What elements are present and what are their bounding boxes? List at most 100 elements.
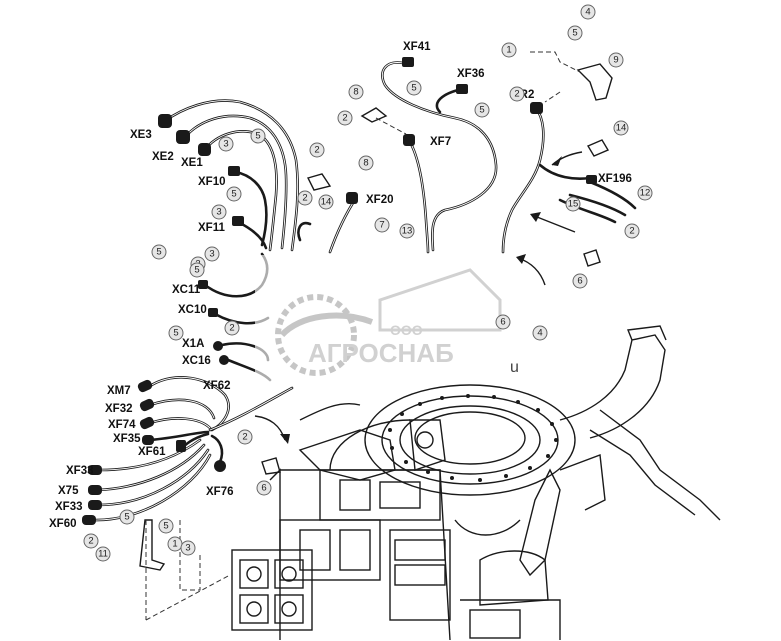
callout-number: 2 (88, 536, 93, 547)
connector-xr2 (530, 102, 543, 114)
callout-marker: 14 (318, 194, 334, 210)
harness-upper-center (328, 61, 498, 254)
callout-number: 3 (185, 543, 190, 554)
connector-xf10 (228, 166, 240, 176)
callout-number: 2 (514, 89, 519, 100)
connector-label: XF35 (113, 433, 141, 445)
callout-number: 2 (242, 432, 247, 443)
callout-marker: 5 (567, 25, 583, 41)
connector-xf32 (139, 398, 155, 412)
callout-marker: 7 (374, 217, 390, 233)
connector-x75 (88, 485, 102, 495)
connector-label: XE2 (152, 151, 174, 163)
connector-xf60 (82, 515, 96, 525)
connector-labels: XE3XE2XE1XF10XF11XF41XF36XF7XF20XR2XF196… (49, 41, 632, 530)
harness-lower-left (90, 252, 294, 522)
connector-xe2 (176, 130, 190, 144)
callout-marker: 2 (297, 190, 313, 206)
callout-number: 6 (577, 276, 582, 287)
connector-xf33-b (88, 500, 102, 510)
callout-number: 2 (314, 145, 319, 156)
callout-marker: 4 (580, 4, 596, 20)
callout-marker: 2 (237, 429, 253, 445)
callout-number: 6 (500, 317, 505, 328)
connector-label: XF33 (55, 501, 83, 513)
harness-upper-right (501, 106, 637, 254)
callout-marker: 5 (151, 244, 167, 260)
clip-14 (586, 139, 610, 157)
callout-number: 5 (255, 131, 260, 142)
bracket-8-top (360, 107, 388, 123)
callout-number: 15 (568, 199, 579, 210)
connector-label: XF61 (138, 446, 166, 458)
connector-xm7 (137, 379, 153, 393)
callout-marker: 2 (309, 142, 325, 158)
connector-label: XF196 (598, 173, 632, 185)
connector-label: XE1 (181, 157, 203, 169)
connector-label: XE3 (130, 129, 152, 141)
callout-marker: 3 (211, 204, 227, 220)
callout-number: 5 (479, 105, 484, 116)
callout-marker: 9 (608, 52, 624, 68)
callout-number: 2 (229, 323, 234, 334)
callout-marker: 5 (189, 262, 205, 278)
bracket-8-mid (306, 173, 332, 191)
callout-number: 3 (216, 207, 221, 218)
harness-upper-left (163, 99, 312, 252)
leader-lines (145, 51, 581, 621)
connector-xf36 (456, 84, 468, 94)
connector-label: XC11 (172, 284, 201, 296)
callout-number: 1 (506, 45, 511, 56)
callout-number: 8 (353, 87, 358, 98)
connector-label: XF36 (457, 68, 485, 80)
connector-label: XF74 (108, 419, 136, 431)
bracket-11 (139, 519, 166, 571)
callout-marker: 14 (613, 120, 629, 136)
connector-xc16 (219, 355, 229, 365)
callout-marker: 2 (624, 223, 640, 239)
bracket-9 (576, 63, 613, 101)
callout-number: 5 (411, 83, 416, 94)
callout-marker: 2 (224, 320, 240, 336)
callout-number: 5 (124, 512, 129, 523)
connector-label: XF76 (206, 486, 234, 498)
connector-xf7 (403, 134, 415, 146)
watermark-suffix: u (510, 359, 519, 376)
arrows (254, 151, 583, 444)
connector-label: XM7 (107, 385, 131, 397)
connector-label: XF60 (49, 518, 77, 530)
connector-label: XC16 (182, 355, 211, 367)
watermark-org: ООО (390, 322, 423, 338)
connector-label: X1A (182, 338, 204, 350)
callout-marker: 11 (95, 546, 111, 562)
callout-marker: 12 (637, 185, 653, 201)
callout-marker: 2 (509, 86, 525, 102)
callout-number: 12 (640, 188, 651, 199)
callout-number: 9 (613, 55, 618, 66)
callout-number: 5 (173, 328, 178, 339)
connector-label: XF41 (403, 41, 431, 53)
connector-xf35 (142, 435, 154, 445)
connector-label: XF33 (66, 465, 94, 477)
connector-xf20 (346, 192, 358, 204)
callout-number: 14 (616, 123, 627, 134)
callout-marker: 6 (495, 314, 511, 330)
callout-number: 14 (321, 197, 332, 208)
connector-xf33-a (88, 465, 102, 475)
callout-number: 7 (379, 220, 384, 231)
connector-x1a (213, 341, 223, 351)
clip-6 (583, 249, 601, 267)
callout-marker: 1 (167, 536, 183, 552)
connector-xe1 (198, 143, 211, 156)
callout-number: 3 (209, 249, 214, 260)
callout-number: 4 (585, 7, 590, 18)
connector-label: XF11 (198, 222, 225, 234)
clip-6-lower (261, 457, 281, 475)
callout-marker: 5 (474, 102, 490, 118)
callout-number: 13 (402, 226, 413, 237)
watermark-name: АГРОСНАБ (308, 338, 454, 368)
callout-marker: 3 (218, 136, 234, 152)
callout-marker: 8 (348, 84, 364, 100)
connector-label: XF62 (203, 380, 231, 392)
callout-number: 8 (363, 158, 368, 169)
